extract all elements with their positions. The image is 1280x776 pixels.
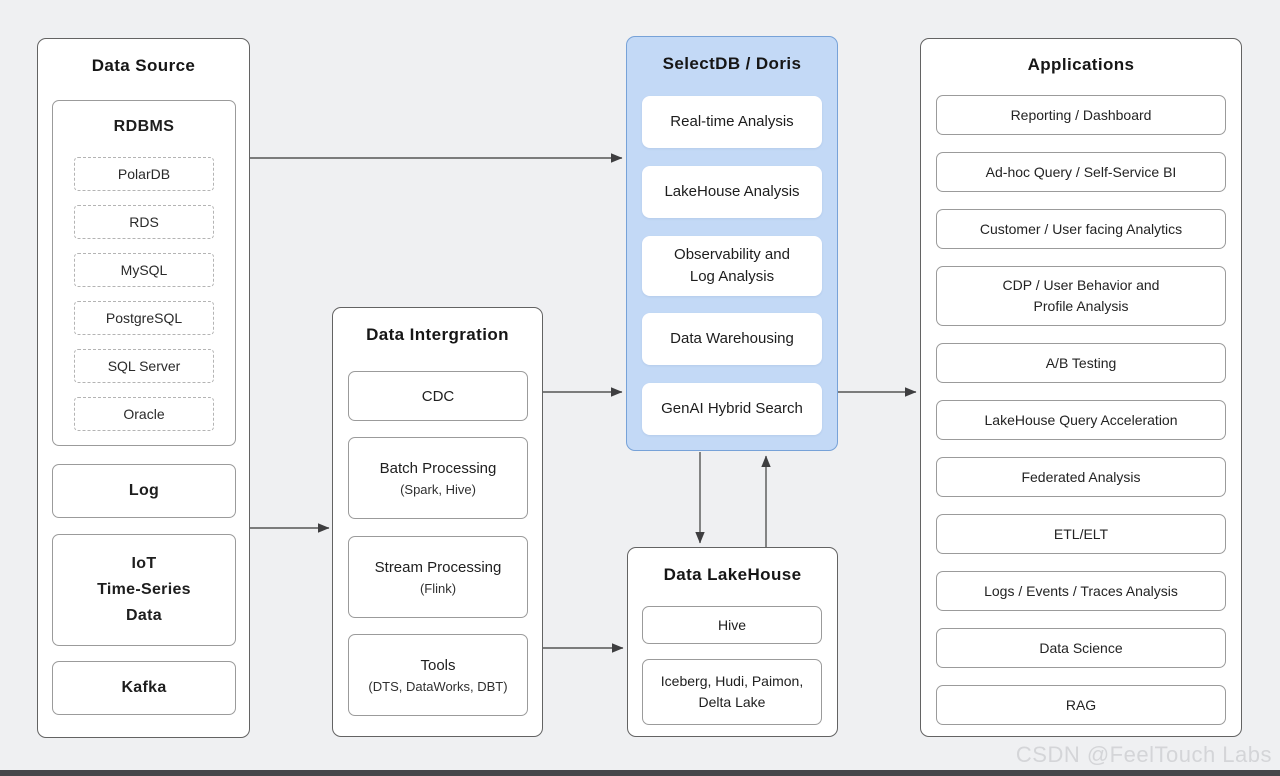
- log-source-box: Log: [52, 464, 236, 518]
- selectdb-item-data-warehousing: Data Warehousing: [642, 313, 822, 365]
- lakehouse-item-formats: Iceberg, Hudi, Paimon, Delta Lake: [642, 659, 822, 725]
- app-item-logs-events-traces: Logs / Events / Traces Analysis: [936, 571, 1226, 611]
- integration-item-sublabel: (Spark, Hive): [400, 481, 476, 497]
- selectdb-item-genai-hybrid-search: GenAI Hybrid Search: [642, 383, 822, 435]
- app-item-reporting-dashboard: Reporting / Dashboard: [936, 95, 1226, 135]
- applications-title: Applications: [1027, 55, 1135, 74]
- rdbms-item-mysql: MySQL: [74, 253, 214, 287]
- integration-item-stream-processing: Stream Processing (Flink): [348, 536, 528, 618]
- rdbms-item-sqlserver: SQL Server: [74, 349, 214, 383]
- iot-source-box: IoT Time-Series Data: [52, 534, 236, 646]
- integration-item-sublabel: (Flink): [419, 580, 457, 596]
- bottom-edge-bar: [0, 770, 1280, 776]
- data-integration-title: Data Intergration: [366, 325, 509, 344]
- selectdb-title: SelectDB / Doris: [662, 54, 802, 73]
- integration-item-label: CDC: [421, 387, 455, 405]
- kafka-source-box: Kafka: [52, 661, 236, 715]
- integration-item-sublabel: (DTS, DataWorks, DBT): [368, 678, 508, 694]
- selectdb-item-realtime-analysis: Real-time Analysis: [642, 96, 822, 148]
- integration-item-cdc: CDC: [348, 371, 528, 421]
- rdbms-item-polardb: PolarDB: [74, 157, 214, 191]
- data-source-title: Data Source: [91, 56, 196, 75]
- rdbms-group: RDBMS PolarDB RDS MySQL PostgreSQL SQL S…: [52, 100, 236, 446]
- integration-item-label: Batch Processing: [379, 459, 497, 477]
- lakehouse-item-hive: Hive: [642, 606, 822, 644]
- applications-list: Reporting / Dashboard Ad-hoc Query / Sel…: [936, 95, 1226, 725]
- data-lakehouse-title: Data LakeHouse: [663, 565, 802, 584]
- app-item-ab-testing: A/B Testing: [936, 343, 1226, 383]
- integration-item-batch-processing: Batch Processing (Spark, Hive): [348, 437, 528, 519]
- app-item-cdp-profile-analysis: CDP / User Behavior and Profile Analysis: [936, 266, 1226, 326]
- app-item-user-facing-analytics: Customer / User facing Analytics: [936, 209, 1226, 249]
- data-source-panel: Data Source RDBMS PolarDB RDS MySQL Post…: [37, 38, 250, 738]
- rdbms-item-list: PolarDB RDS MySQL PostgreSQL SQL Server …: [74, 157, 214, 431]
- applications-panel: Applications Reporting / Dashboard Ad-ho…: [920, 38, 1242, 737]
- selectdb-doris-panel: SelectDB / Doris Real-time Analysis Lake…: [626, 36, 838, 451]
- data-integration-panel: Data Intergration CDC Batch Processing (…: [332, 307, 543, 737]
- app-item-adhoc-query-bi: Ad-hoc Query / Self-Service BI: [936, 152, 1226, 192]
- csdn-watermark: CSDN @FeelTouch Labs: [1015, 742, 1272, 767]
- app-item-etl-elt: ETL/ELT: [936, 514, 1226, 554]
- rdbms-item-postgresql: PostgreSQL: [74, 301, 214, 335]
- app-item-query-acceleration: LakeHouse Query Acceleration: [936, 400, 1226, 440]
- integration-item-label: Tools: [420, 656, 456, 674]
- selectdb-item-lakehouse-analysis: LakeHouse Analysis: [642, 166, 822, 218]
- integration-item-label: Stream Processing: [374, 558, 502, 576]
- data-lakehouse-panel: Data LakeHouse Hive Iceberg, Hudi, Paimo…: [627, 547, 838, 737]
- app-item-rag: RAG: [936, 685, 1226, 725]
- app-item-data-science: Data Science: [936, 628, 1226, 668]
- rdbms-title: RDBMS: [113, 118, 175, 135]
- app-item-federated-analysis: Federated Analysis: [936, 457, 1226, 497]
- rdbms-item-rds: RDS: [74, 205, 214, 239]
- rdbms-item-oracle: Oracle: [74, 397, 214, 431]
- integration-item-tools: Tools (DTS, DataWorks, DBT): [348, 634, 528, 716]
- selectdb-item-observability-log: Observability and Log Analysis: [642, 236, 822, 296]
